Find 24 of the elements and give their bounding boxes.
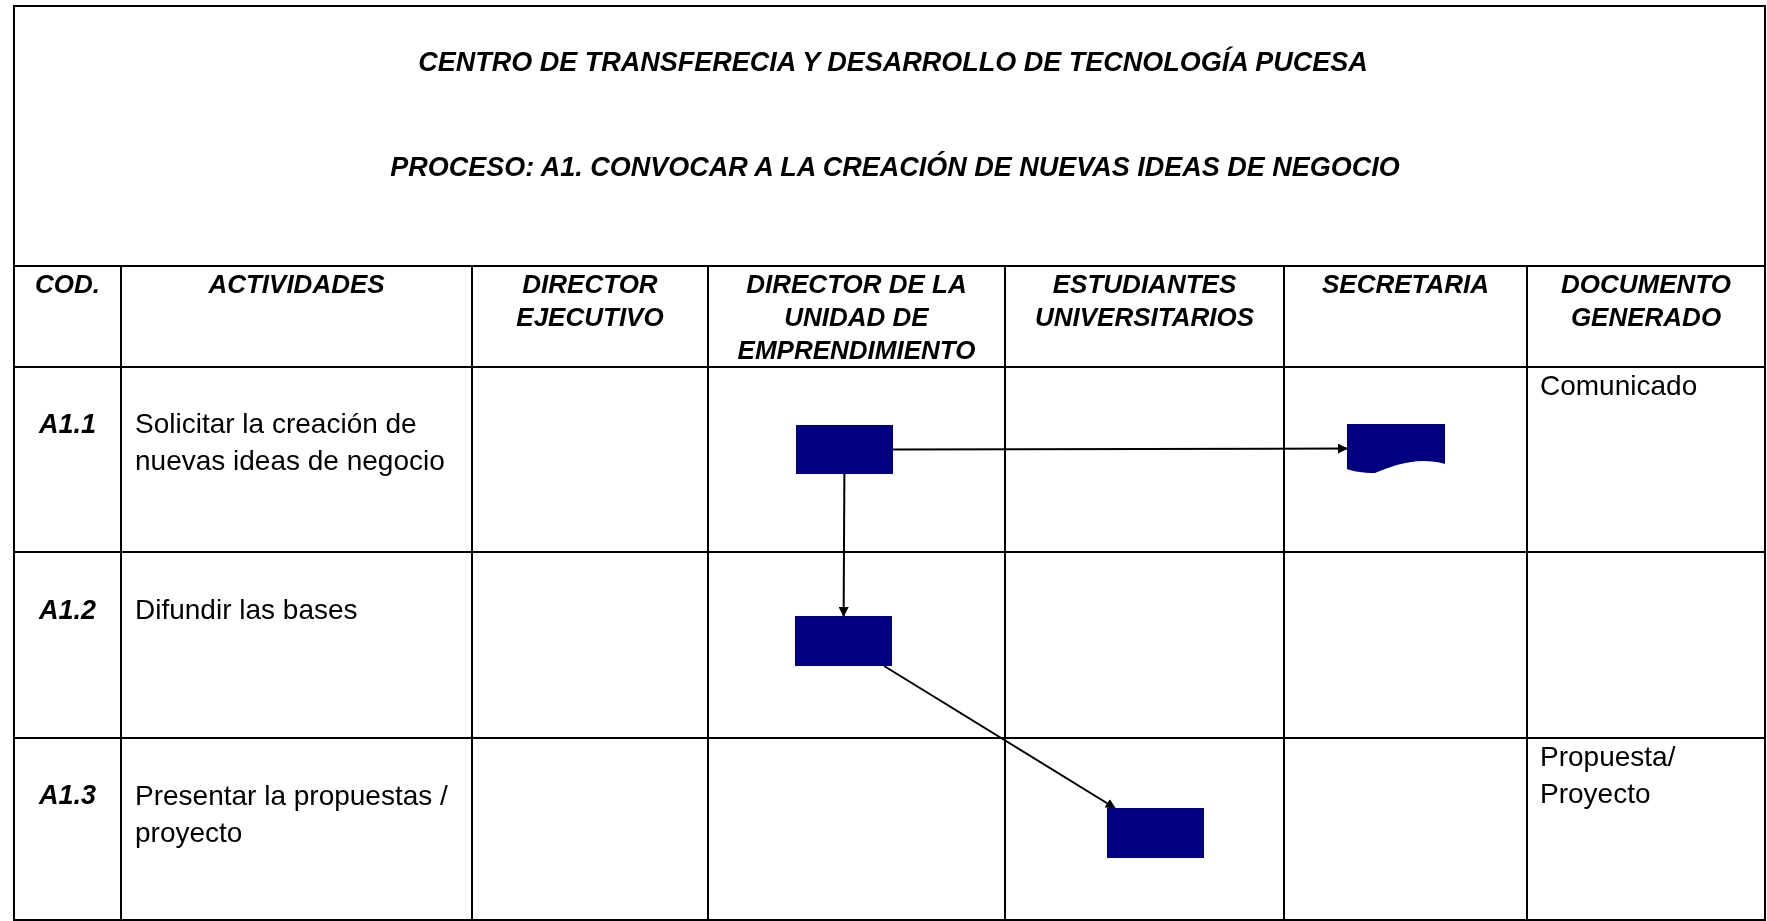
- arrow: [838, 473, 849, 617]
- process-box: [1107, 808, 1204, 858]
- activity-code: A1.2: [37, 594, 97, 627]
- activity-text: Difundir las bases: [135, 593, 359, 627]
- arrow: [892, 443, 1348, 454]
- column-header: SECRETARIA: [1320, 268, 1491, 301]
- arrow: [883, 665, 1116, 809]
- process-box: [795, 616, 892, 666]
- process-title: PROCESO: A1. CONVOCAR A LA CREACIÓN DE NUEVAS IDEAS DE NEGOCIO: [389, 152, 1401, 183]
- activity-code: A1.1: [37, 408, 97, 441]
- activity-text: Solicitar la creación de nuevas ideas de negocio: [135, 407, 446, 478]
- activity-code: A1.3: [37, 779, 97, 812]
- column-header: COD.: [34, 268, 101, 301]
- activity-text: Presentar la propuestas / proyecto: [135, 779, 449, 850]
- process-box: [796, 425, 893, 474]
- document-symbol: [1347, 424, 1445, 473]
- document-text: Comunicado: [1540, 369, 1699, 403]
- document-text: Propuesta/ Proyecto: [1540, 740, 1677, 811]
- title: CENTRO DE TRANSFERECIA Y DESARROLLO DE TECNOLOGÍA PUCESA: [417, 45, 1369, 79]
- column-header: DIRECTOR EJECUTIVO: [515, 268, 665, 334]
- column-header: DIRECTOR DE LA UNIDAD DE EMPRENDIMIENTO: [736, 268, 977, 367]
- column-header: DOCUMENTO GENERADO: [1560, 268, 1732, 334]
- column-header: ACTIVIDADES: [207, 268, 386, 301]
- column-header: ESTUDIANTES UNIVERSITARIOS: [1033, 268, 1256, 334]
